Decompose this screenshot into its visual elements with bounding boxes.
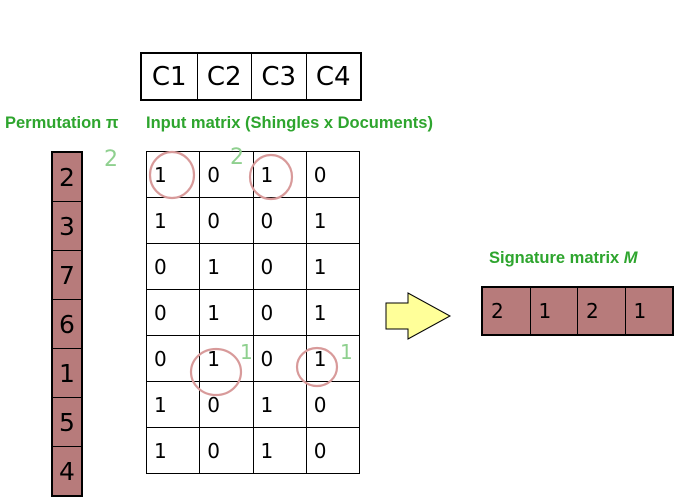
signature-cell: 1 bbox=[529, 288, 578, 334]
matrix-cell: 1 bbox=[145, 197, 201, 244]
matrix-row: 0 1 0 1 bbox=[145, 243, 361, 290]
matrix-row: 1 0 1 0 bbox=[145, 381, 361, 428]
matrix-cell: 1 bbox=[305, 289, 361, 336]
matrix-cell: 1 bbox=[145, 381, 201, 428]
permutation-cell: 1 bbox=[53, 348, 81, 397]
permutation-cell: 2 bbox=[59, 162, 75, 192]
matrix-cell: 0 bbox=[145, 289, 201, 336]
permutation-title: Permutation π bbox=[5, 114, 119, 132]
signature-matrix: 2 1 2 1 bbox=[481, 286, 674, 336]
column-header-c3: C3 bbox=[251, 54, 306, 99]
permutation-cell: 5 bbox=[53, 397, 81, 446]
signature-cell: 2 bbox=[491, 299, 504, 323]
right-arrow-icon bbox=[385, 292, 452, 340]
permutation-cell: 3 bbox=[53, 201, 81, 250]
permutation-column: 2 3 7 6 1 5 4 bbox=[51, 151, 83, 497]
permutation-cell: 7 bbox=[53, 250, 81, 299]
matrix-cell: 1 bbox=[145, 151, 201, 198]
matrix-cell: 0 bbox=[252, 197, 307, 244]
matrix-cell: 0 bbox=[199, 381, 254, 428]
matrix-cell: 0 bbox=[199, 151, 254, 198]
matrix-row: 1 0 1 0 bbox=[145, 427, 361, 474]
column-header-c1: C1 bbox=[151, 61, 187, 92]
annotation-number: 2 bbox=[104, 147, 118, 172]
annotation-number: 1 bbox=[340, 340, 353, 364]
column-header-row: C1 C2 C3 C4 bbox=[140, 52, 362, 101]
matrix-cell: 1 bbox=[199, 243, 254, 290]
matrix-cell: 0 bbox=[305, 151, 361, 198]
matrix-cell: 1 bbox=[252, 151, 307, 198]
matrix-cell: 0 bbox=[199, 427, 254, 474]
matrix-cell: 0 bbox=[199, 197, 254, 244]
signature-matrix-title: Signature matrix M bbox=[489, 249, 638, 268]
signature-title-var: M bbox=[623, 249, 638, 267]
permutation-cell: 6 bbox=[53, 299, 81, 348]
signature-title-text: Signature matrix bbox=[489, 249, 624, 267]
matrix-cell: 1 bbox=[305, 243, 361, 290]
matrix-cell: 0 bbox=[145, 335, 201, 382]
matrix-row: 0 1 0 1 bbox=[145, 289, 361, 336]
matrix-cell: 1 bbox=[252, 381, 307, 428]
input-matrix: 1 0 1 0 1 0 0 1 0 1 0 1 0 1 0 1 0 1 0 1 bbox=[145, 151, 361, 474]
matrix-row: 1 0 0 1 bbox=[145, 197, 361, 244]
matrix-cell: 1 bbox=[145, 427, 201, 474]
input-matrix-title: Input matrix (Shingles x Documents) bbox=[146, 114, 433, 132]
matrix-cell: 0 bbox=[252, 243, 307, 290]
matrix-row: 1 0 1 0 bbox=[145, 151, 361, 198]
matrix-cell: 0 bbox=[305, 381, 361, 428]
matrix-cell: 0 bbox=[305, 427, 361, 474]
permutation-cell: 4 bbox=[53, 446, 81, 495]
signature-cell: 2 bbox=[577, 288, 625, 334]
matrix-cell: 0 bbox=[145, 243, 201, 290]
matrix-cell: 1 bbox=[199, 289, 254, 336]
matrix-cell: 0 bbox=[252, 335, 307, 382]
column-header-c2: C2 bbox=[196, 54, 252, 99]
column-header-c4: C4 bbox=[305, 54, 361, 99]
annotation-number: 1 bbox=[240, 340, 253, 364]
signature-cell: 1 bbox=[624, 288, 673, 334]
matrix-cell: 1 bbox=[305, 197, 361, 244]
annotation-number: 2 bbox=[230, 145, 244, 170]
matrix-row: 0 1 0 1 bbox=[145, 335, 361, 382]
matrix-cell: 1 bbox=[252, 427, 307, 474]
matrix-cell: 0 bbox=[252, 289, 307, 336]
